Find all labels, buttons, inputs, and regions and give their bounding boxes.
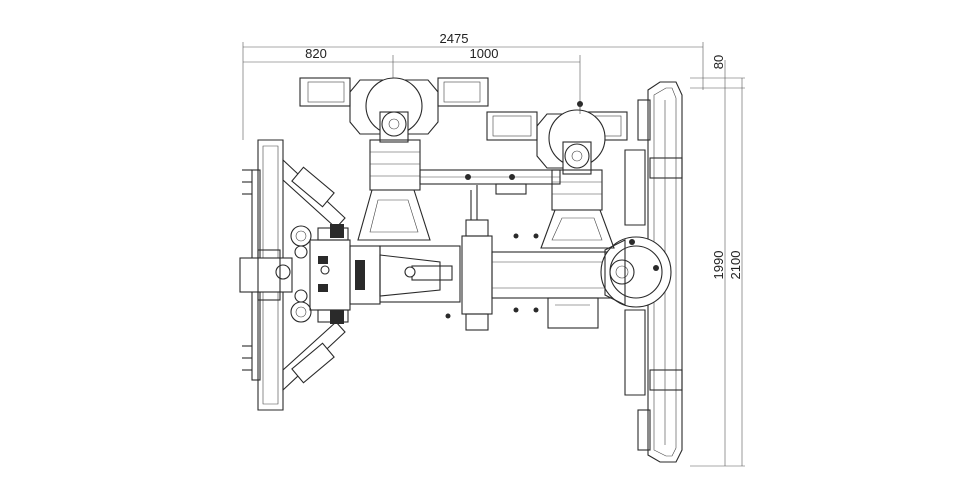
main-beam <box>379 185 618 331</box>
right-motor-unit <box>486 101 628 249</box>
left-bolts-bottom <box>242 345 252 371</box>
bolts-lower-row <box>445 233 539 319</box>
hydraulic-valve-block <box>309 224 381 324</box>
left-motor-unit <box>299 77 489 241</box>
dim-1000-label: 1000 <box>470 46 499 61</box>
left-blade-frame <box>239 139 346 411</box>
dim-1990-label: 1990 <box>711 251 726 280</box>
left-bolts-top <box>242 169 252 195</box>
right-pivot <box>547 236 672 329</box>
dimension-lines <box>242 42 745 467</box>
cross-link-bar <box>419 169 561 195</box>
dim-80-label: 80 <box>711 55 726 69</box>
dim-2100-label: 2100 <box>728 251 743 280</box>
dim-2475-label: 2475 <box>440 31 469 46</box>
dim-820-label: 820 <box>305 46 327 61</box>
